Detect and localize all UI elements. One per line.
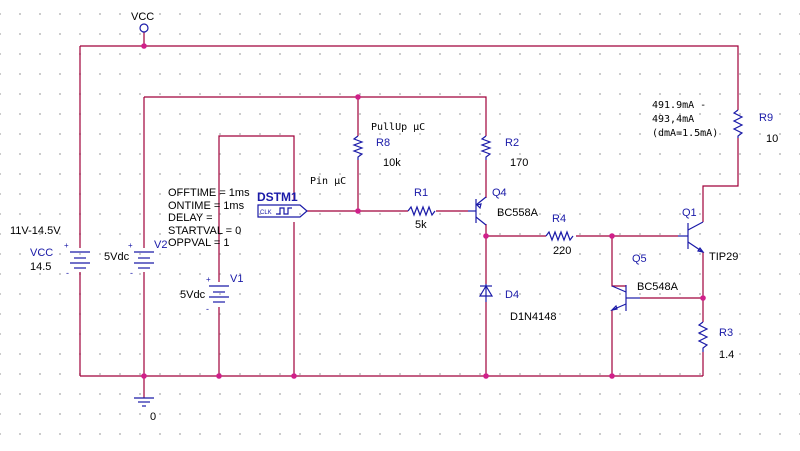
- junctions: [141, 43, 706, 379]
- dstm-param-oppval: OPPVAL = 1: [168, 237, 229, 249]
- battery-v2[interactable]: + - 5Vdc V2: [104, 239, 167, 278]
- wire-q5-collector: [611, 236, 626, 287]
- r1-ref: R1: [414, 187, 428, 199]
- r3-value: 1.4: [719, 349, 734, 361]
- transistor-q5[interactable]: Q5 BC548A: [610, 253, 679, 311]
- resistor-r4[interactable]: R4 220: [545, 213, 574, 257]
- diode-d4[interactable]: D4 D1N4148: [478, 284, 556, 323]
- vcc-plus: +: [64, 241, 69, 250]
- stimulus-dstm1[interactable]: DSTM1 CLK OFFTIME = 1ms ONTIME = 1ms DEL…: [168, 187, 308, 249]
- r9-value: 10: [766, 133, 778, 145]
- resistor-r2[interactable]: R2 170: [480, 135, 528, 169]
- q5-ref: Q5: [632, 253, 647, 265]
- junction: [483, 233, 489, 239]
- wire-v1-loop: [218, 135, 295, 282]
- v2-value: 5Vdc: [104, 251, 130, 263]
- junction: [483, 373, 489, 379]
- resistor-r8[interactable]: PullUp µC R8 10k: [352, 122, 425, 169]
- wires: [79, 32, 739, 398]
- r9-current-line1: 491.9mA -: [652, 100, 706, 111]
- wire-vcc-rail: [80, 45, 739, 110]
- v2-minus: -: [130, 268, 133, 278]
- resistor-r3[interactable]: R3 1.4: [697, 321, 734, 361]
- wire-5v-rail: [144, 96, 487, 136]
- wire-r9-q1: [702, 138, 739, 222]
- vcc-label: VCC: [131, 11, 154, 23]
- v2-ref: V2: [154, 239, 167, 251]
- r9-ref: R9: [759, 112, 773, 124]
- junction: [141, 373, 147, 379]
- pullup-label: PullUp µC: [371, 122, 425, 133]
- junction: [141, 43, 147, 49]
- vcc-range: 11V-14.5V: [10, 225, 61, 237]
- v1-minus: -: [206, 304, 209, 314]
- dstm-param-ontime: ONTIME = 1ms: [168, 200, 245, 212]
- d4-value: D1N4148: [510, 311, 556, 323]
- resistor-r1[interactable]: R1 5k: [407, 187, 436, 231]
- r1-value: 5k: [415, 219, 427, 231]
- battery-v1[interactable]: + - V1 5Vdc: [180, 273, 243, 314]
- junction: [291, 373, 297, 379]
- ground-label: 0: [150, 411, 156, 423]
- q1-value: TIP29: [709, 251, 738, 263]
- r9-current-line3: (dmA=1.5mA): [652, 128, 718, 139]
- r8-ref: R8: [376, 137, 390, 149]
- d4-ref: D4: [505, 289, 519, 301]
- r4-ref: R4: [552, 213, 566, 225]
- junction: [700, 295, 706, 301]
- r8-value: 10k: [383, 157, 401, 169]
- pin-uc-label: Pin µC: [310, 176, 346, 187]
- ground-symbol[interactable]: 0: [134, 397, 156, 423]
- transistor-q4[interactable]: Q4 BC558A: [468, 187, 539, 226]
- r2-ref: R2: [505, 137, 519, 149]
- vcc-src-ref: VCC: [30, 247, 53, 259]
- junction: [216, 373, 222, 379]
- vcc-minus: -: [66, 268, 69, 278]
- v2-plus: +: [128, 241, 133, 250]
- dstm-ref: DSTM1: [257, 190, 298, 204]
- r2-value: 170: [510, 157, 528, 169]
- vcc-src-value: 14.5: [30, 261, 51, 273]
- q1-ref: Q1: [682, 207, 697, 219]
- r4-value: 220: [553, 245, 571, 257]
- dstm-param-delay: DELAY =: [168, 212, 213, 224]
- junction: [355, 208, 361, 214]
- v1-ref: V1: [230, 273, 243, 285]
- dstm-clk: CLK: [260, 210, 272, 216]
- transistor-q1[interactable]: Q1 TIP29: [678, 207, 738, 263]
- battery-vcc[interactable]: + - 11V-14.5V VCC 14.5: [10, 225, 90, 278]
- r9-current-line2: 493,4mA: [652, 114, 694, 125]
- dstm-param-startval: STARTVAL = 0: [168, 225, 241, 237]
- junction: [609, 373, 615, 379]
- q4-value: BC558A: [497, 207, 539, 219]
- r3-ref: R3: [719, 327, 733, 339]
- q5-value: BC548A: [637, 281, 679, 293]
- dstm-param-offtime: OFFTIME = 1ms: [168, 187, 250, 199]
- resistor-r9[interactable]: R9 10 491.9mA - 493,4mA (dmA=1.5mA): [652, 100, 778, 145]
- v1-value: 5Vdc: [180, 289, 206, 301]
- vcc-connector[interactable]: VCC: [131, 11, 154, 33]
- junction: [355, 94, 361, 100]
- q4-ref: Q4: [492, 187, 507, 199]
- junction: [609, 233, 615, 239]
- v1-plus: +: [206, 275, 211, 284]
